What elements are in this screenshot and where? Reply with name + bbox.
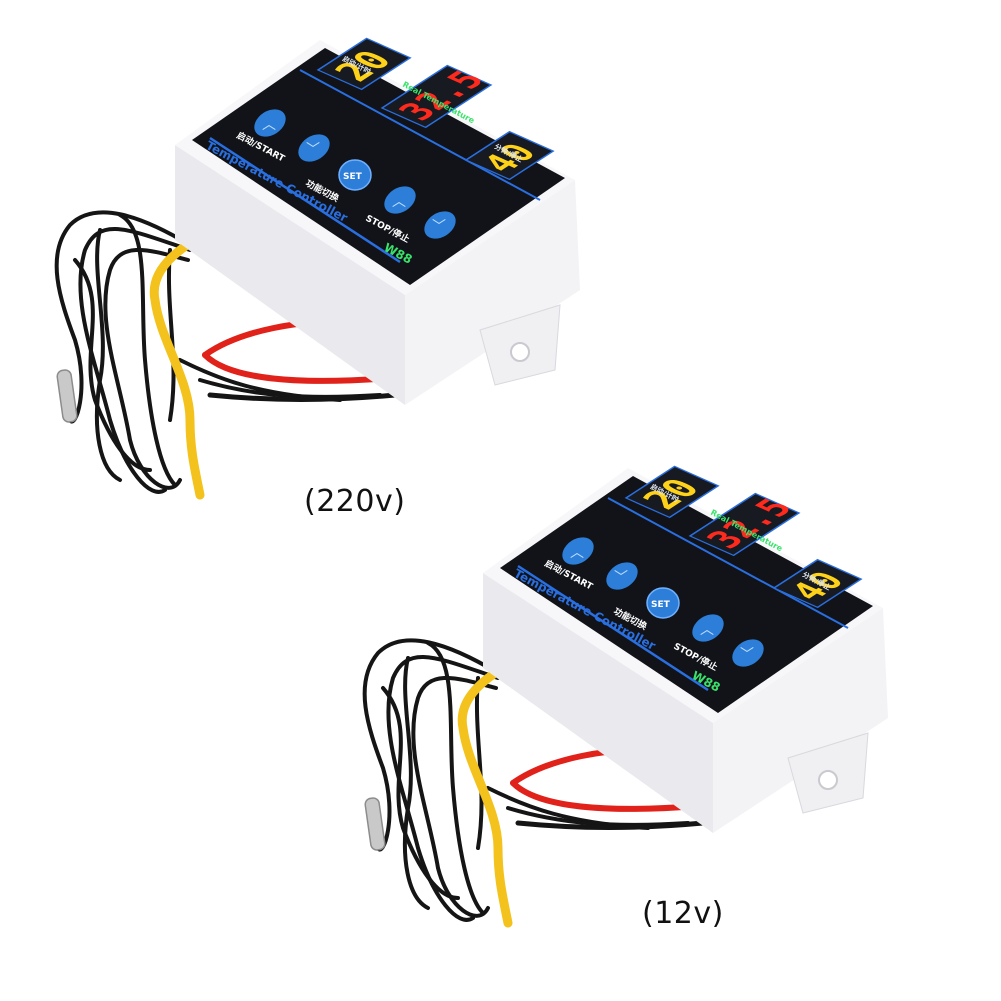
- chevron-up-icon-2: ︿: [392, 194, 406, 210]
- relay-wire-yellow-2: [457, 663, 513, 928]
- sensor-cable: [54, 210, 382, 494]
- chevron-down-icon-2: ﹀: [432, 219, 446, 235]
- mount-hole-2: [818, 770, 838, 790]
- down-button[interactable]: ﹀: [293, 129, 335, 168]
- mount-hole: [510, 342, 530, 362]
- set-button-label: SET: [343, 172, 363, 182]
- sensor-probe: [56, 369, 78, 423]
- chevron-down-icon-3: ﹀: [614, 570, 628, 586]
- stop-down-button[interactable]: ﹀: [419, 206, 461, 245]
- chevron-up-icon-3: ︿: [570, 545, 584, 561]
- chevron-up-icon-4: ︿: [700, 622, 714, 638]
- down-button-2[interactable]: ﹀: [601, 557, 643, 596]
- chevron-down-icon-4: ﹀: [740, 647, 754, 663]
- up-button[interactable]: ︿: [249, 104, 291, 143]
- stop-down-button-2[interactable]: ﹀: [727, 634, 769, 673]
- set-button-label-2: SET: [651, 600, 671, 610]
- chevron-down-icon: ﹀: [306, 142, 320, 158]
- set-button-2[interactable]: SET: [646, 587, 680, 619]
- thermostat-unit-12v: 20 32.5 40 启动/计时 Real Temperature 分钟/停止 …: [362, 465, 888, 928]
- chevron-up-icon: ︿: [262, 117, 276, 133]
- variant-label-12v: (12v): [642, 896, 724, 931]
- set-button[interactable]: SET: [338, 159, 372, 191]
- sensor-probe-2: [364, 797, 386, 851]
- stop-up-button-2[interactable]: ︿: [687, 609, 729, 648]
- variant-label-220v: (220v): [304, 484, 406, 519]
- up-button-2[interactable]: ︿: [557, 532, 599, 571]
- stop-up-button[interactable]: ︿: [379, 181, 421, 220]
- relay-wire-yellow: [149, 235, 205, 500]
- control-faceplate-2: 20 32.5 40 启动/计时 Real Temperature 分钟/停止 …: [500, 465, 873, 713]
